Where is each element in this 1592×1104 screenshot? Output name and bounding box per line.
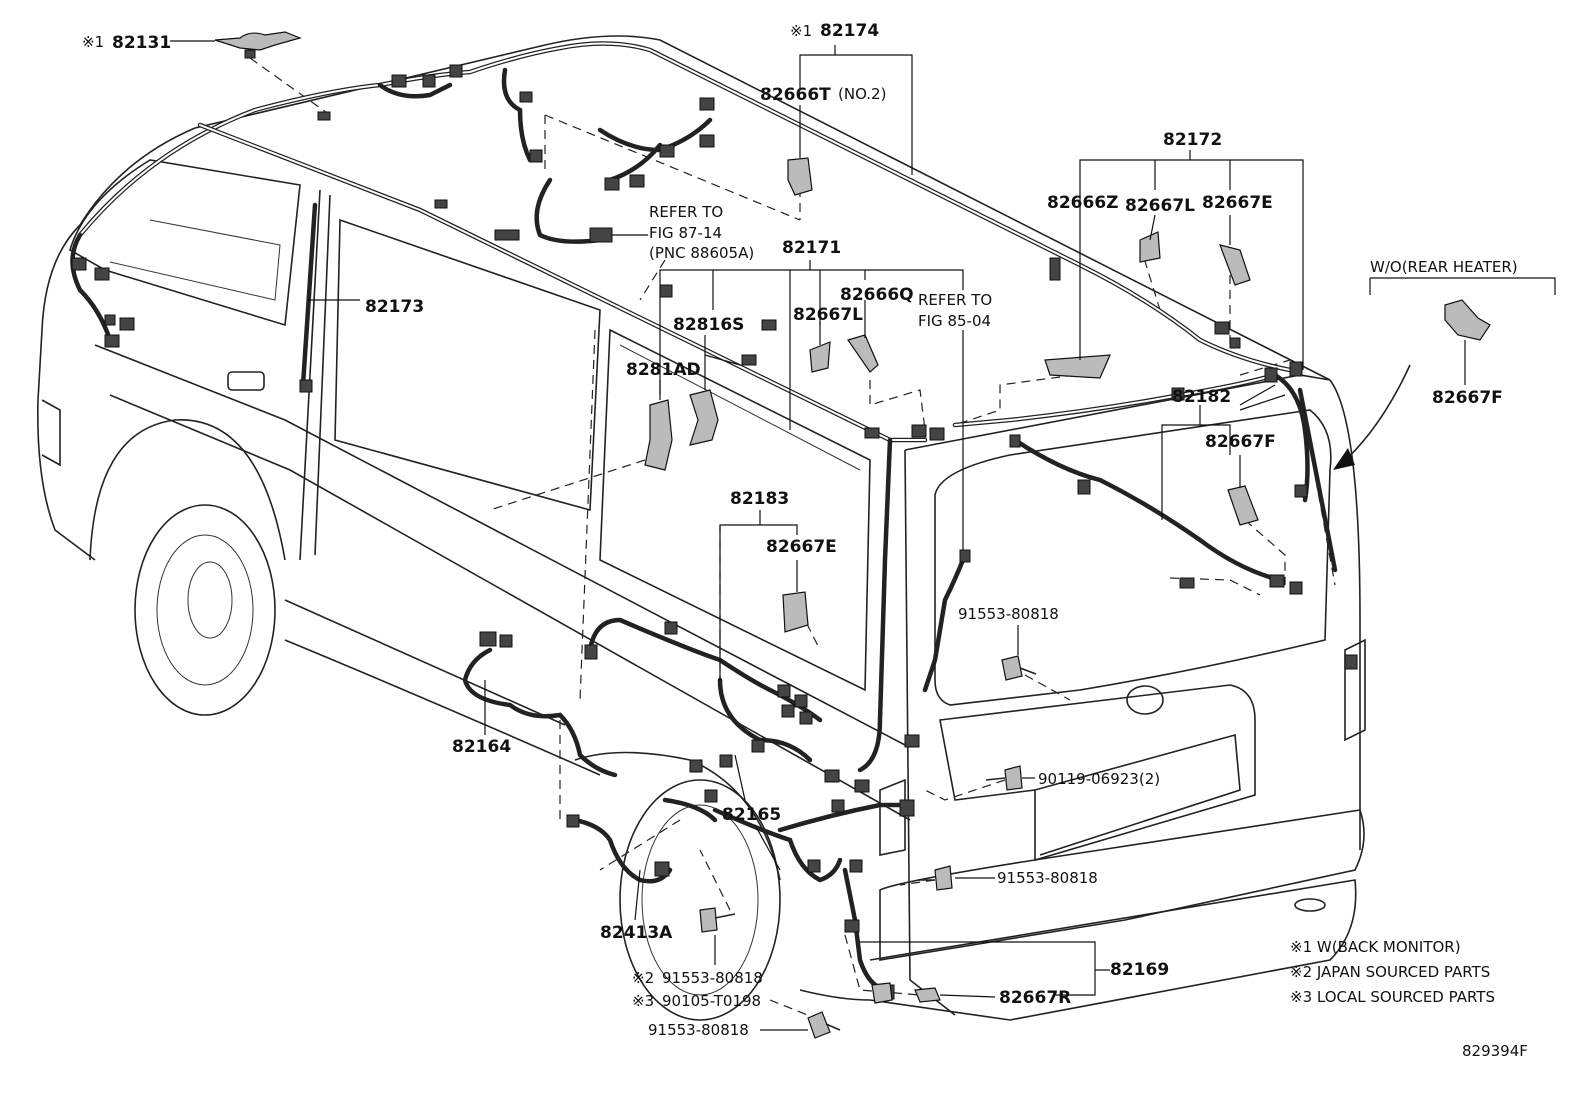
label-82816S: 82816S bbox=[673, 315, 744, 335]
label-82667L-roof: 82667L bbox=[1125, 196, 1195, 216]
label-82666Z: 82666Z bbox=[1047, 193, 1118, 213]
label-bolt-91553-c: 91553-80818 bbox=[662, 969, 763, 987]
label-bolt-91553-a: 91553-80818 bbox=[958, 605, 1059, 623]
label-82165: 82165 bbox=[722, 805, 781, 825]
label-bolt-90105: 90105-T0198 bbox=[662, 992, 761, 1010]
label-bolt-91553-d: 91553-80818 bbox=[648, 1021, 749, 1039]
refer-2-line2: FIG 85-04 bbox=[918, 312, 991, 330]
refer-1-line2: FIG 87-14 bbox=[649, 224, 722, 242]
label-82131: 82131 bbox=[112, 33, 171, 53]
label-82666Q: 82666Q bbox=[840, 285, 914, 305]
label-82164: 82164 bbox=[452, 737, 511, 757]
label-82667F-variant: 82667F bbox=[1432, 388, 1503, 408]
bolt-91553-c bbox=[699, 907, 736, 933]
part-labels: ※1 82131 ※1 82174 82666T (NO.2) 82172 82… bbox=[82, 21, 1518, 1039]
bolt-91553-a bbox=[1001, 655, 1037, 681]
label-8281AD: 8281AD bbox=[626, 360, 701, 380]
marker-1-82174: ※1 bbox=[790, 22, 812, 40]
bolts bbox=[699, 655, 1037, 1039]
refer-2-line1: REFER TO bbox=[918, 291, 992, 309]
clamps bbox=[214, 31, 1491, 1003]
bolt-bottom-right bbox=[871, 982, 893, 1004]
marker-3-90105: ※3 bbox=[632, 992, 654, 1010]
label-82667R: 82667R bbox=[999, 988, 1071, 1008]
wire-harnesses bbox=[70, 41, 1338, 993]
label-82667E-door: 82667E bbox=[766, 537, 837, 557]
van-body-outline bbox=[37, 35, 1366, 1021]
label-82183: 82183 bbox=[730, 489, 789, 509]
legend-item-3: ※3 LOCAL SOURCED PARTS bbox=[1290, 988, 1495, 1006]
bolt-90119 bbox=[985, 765, 1023, 791]
label-82172: 82172 bbox=[1163, 130, 1222, 150]
label-82413A: 82413A bbox=[600, 923, 673, 943]
legend-item-2: ※2 JAPAN SOURCED PARTS bbox=[1290, 963, 1490, 981]
label-bolt-90119: 90119-06923(2) bbox=[1038, 770, 1160, 788]
marker-1-82131: ※1 bbox=[82, 33, 104, 51]
connectors bbox=[71, 49, 1358, 1000]
label-82174: 82174 bbox=[820, 21, 879, 41]
label-82171: 82171 bbox=[782, 238, 841, 258]
label-82667E-roof: 82667E bbox=[1202, 193, 1273, 213]
leader-lines bbox=[170, 40, 1556, 1031]
label-82666T-note: (NO.2) bbox=[838, 85, 886, 103]
marker-2-91553: ※2 bbox=[632, 969, 654, 987]
label-82667F-rear: 82667F bbox=[1205, 432, 1276, 452]
refer-1-line3: (PNC 88605A) bbox=[649, 244, 754, 262]
legend-item-1: ※1 W(BACK MONITOR) bbox=[1290, 938, 1461, 956]
bolt-91553-d bbox=[807, 1011, 841, 1039]
figure-id: 829394F bbox=[1462, 1042, 1528, 1060]
refer-1-line1: REFER TO bbox=[649, 203, 723, 221]
label-82667L-side: 82667L bbox=[793, 305, 863, 325]
variant-label: W/O(REAR HEATER) bbox=[1370, 258, 1518, 276]
label-82173: 82173 bbox=[365, 297, 424, 317]
label-82666T: 82666T bbox=[760, 85, 831, 105]
label-82169: 82169 bbox=[1110, 960, 1169, 980]
label-82182: 82182 bbox=[1172, 387, 1231, 407]
legend: ※1 W(BACK MONITOR) ※2 JAPAN SOURCED PART… bbox=[1290, 938, 1495, 1006]
label-bolt-91553-b: 91553-80818 bbox=[997, 869, 1098, 887]
bolt-91553-b bbox=[918, 865, 953, 891]
